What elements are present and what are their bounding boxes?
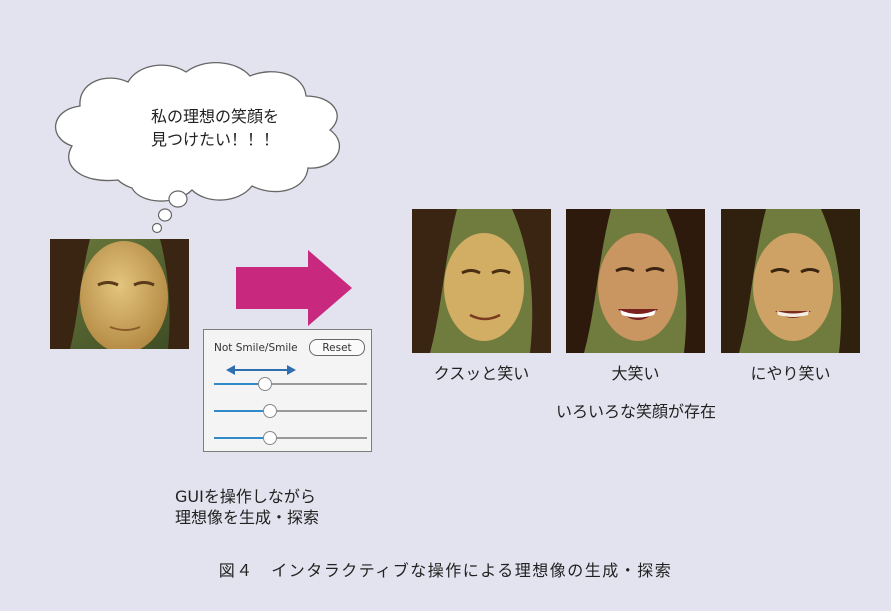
smile-slider-1[interactable] — [214, 377, 367, 391]
gui-caption: GUIを操作しながら 理想像を生成・探索 — [175, 486, 319, 528]
figure-caption: 図４ インタラクティブな操作による理想像の生成・探索 — [218, 561, 673, 580]
gui-caption-line-2: 理想像を生成・探索 — [175, 508, 320, 527]
gui-caption-line-1: GUIを操作しながら — [175, 487, 316, 506]
smile-control-panel: Not Smile/Smile Reset — [203, 329, 372, 452]
slider-track-inactive — [269, 437, 367, 439]
result-face-chuckle-image — [412, 209, 551, 353]
slider-thumb[interactable] — [263, 404, 278, 418]
double-arrow-icon — [226, 365, 296, 375]
smile-slider-3[interactable] — [214, 431, 367, 445]
slider-track-active — [214, 410, 270, 412]
source-portrait-image — [50, 239, 189, 349]
slider-axis-label: Not Smile/Smile — [214, 342, 298, 354]
thought-dot-medium — [157, 208, 173, 222]
result-label-1: クスッと笑い — [433, 364, 530, 383]
results-caption: いろいろな笑顔が存在 — [555, 402, 716, 421]
slider-thumb[interactable] — [258, 377, 273, 391]
smile-slider-2[interactable] — [214, 404, 367, 418]
slider-track-inactive — [269, 410, 367, 412]
transform-arrow-icon — [236, 250, 352, 326]
slider-track-active — [214, 437, 270, 439]
reset-button[interactable]: Reset — [309, 339, 365, 356]
result-label-2: 大笑い — [611, 364, 660, 383]
thought-line-2: 見つけたい！！！ — [150, 130, 279, 149]
slider-thumb[interactable] — [263, 431, 278, 445]
thought-line-1: 私の理想の笑顔を — [150, 107, 279, 126]
thought-cloud — [55, 61, 341, 202]
result-face-grin-image — [721, 209, 860, 353]
thought-dot-small — [151, 222, 163, 234]
slider-track-active — [214, 383, 265, 385]
result-face-laugh-image — [566, 209, 705, 353]
thought-dot-large — [168, 190, 188, 208]
thought-bubble-text: 私の理想の笑顔を 見つけたい！！！ — [110, 105, 320, 151]
result-label-3: にやり笑い — [750, 364, 831, 383]
slider-track-inactive — [264, 383, 367, 385]
